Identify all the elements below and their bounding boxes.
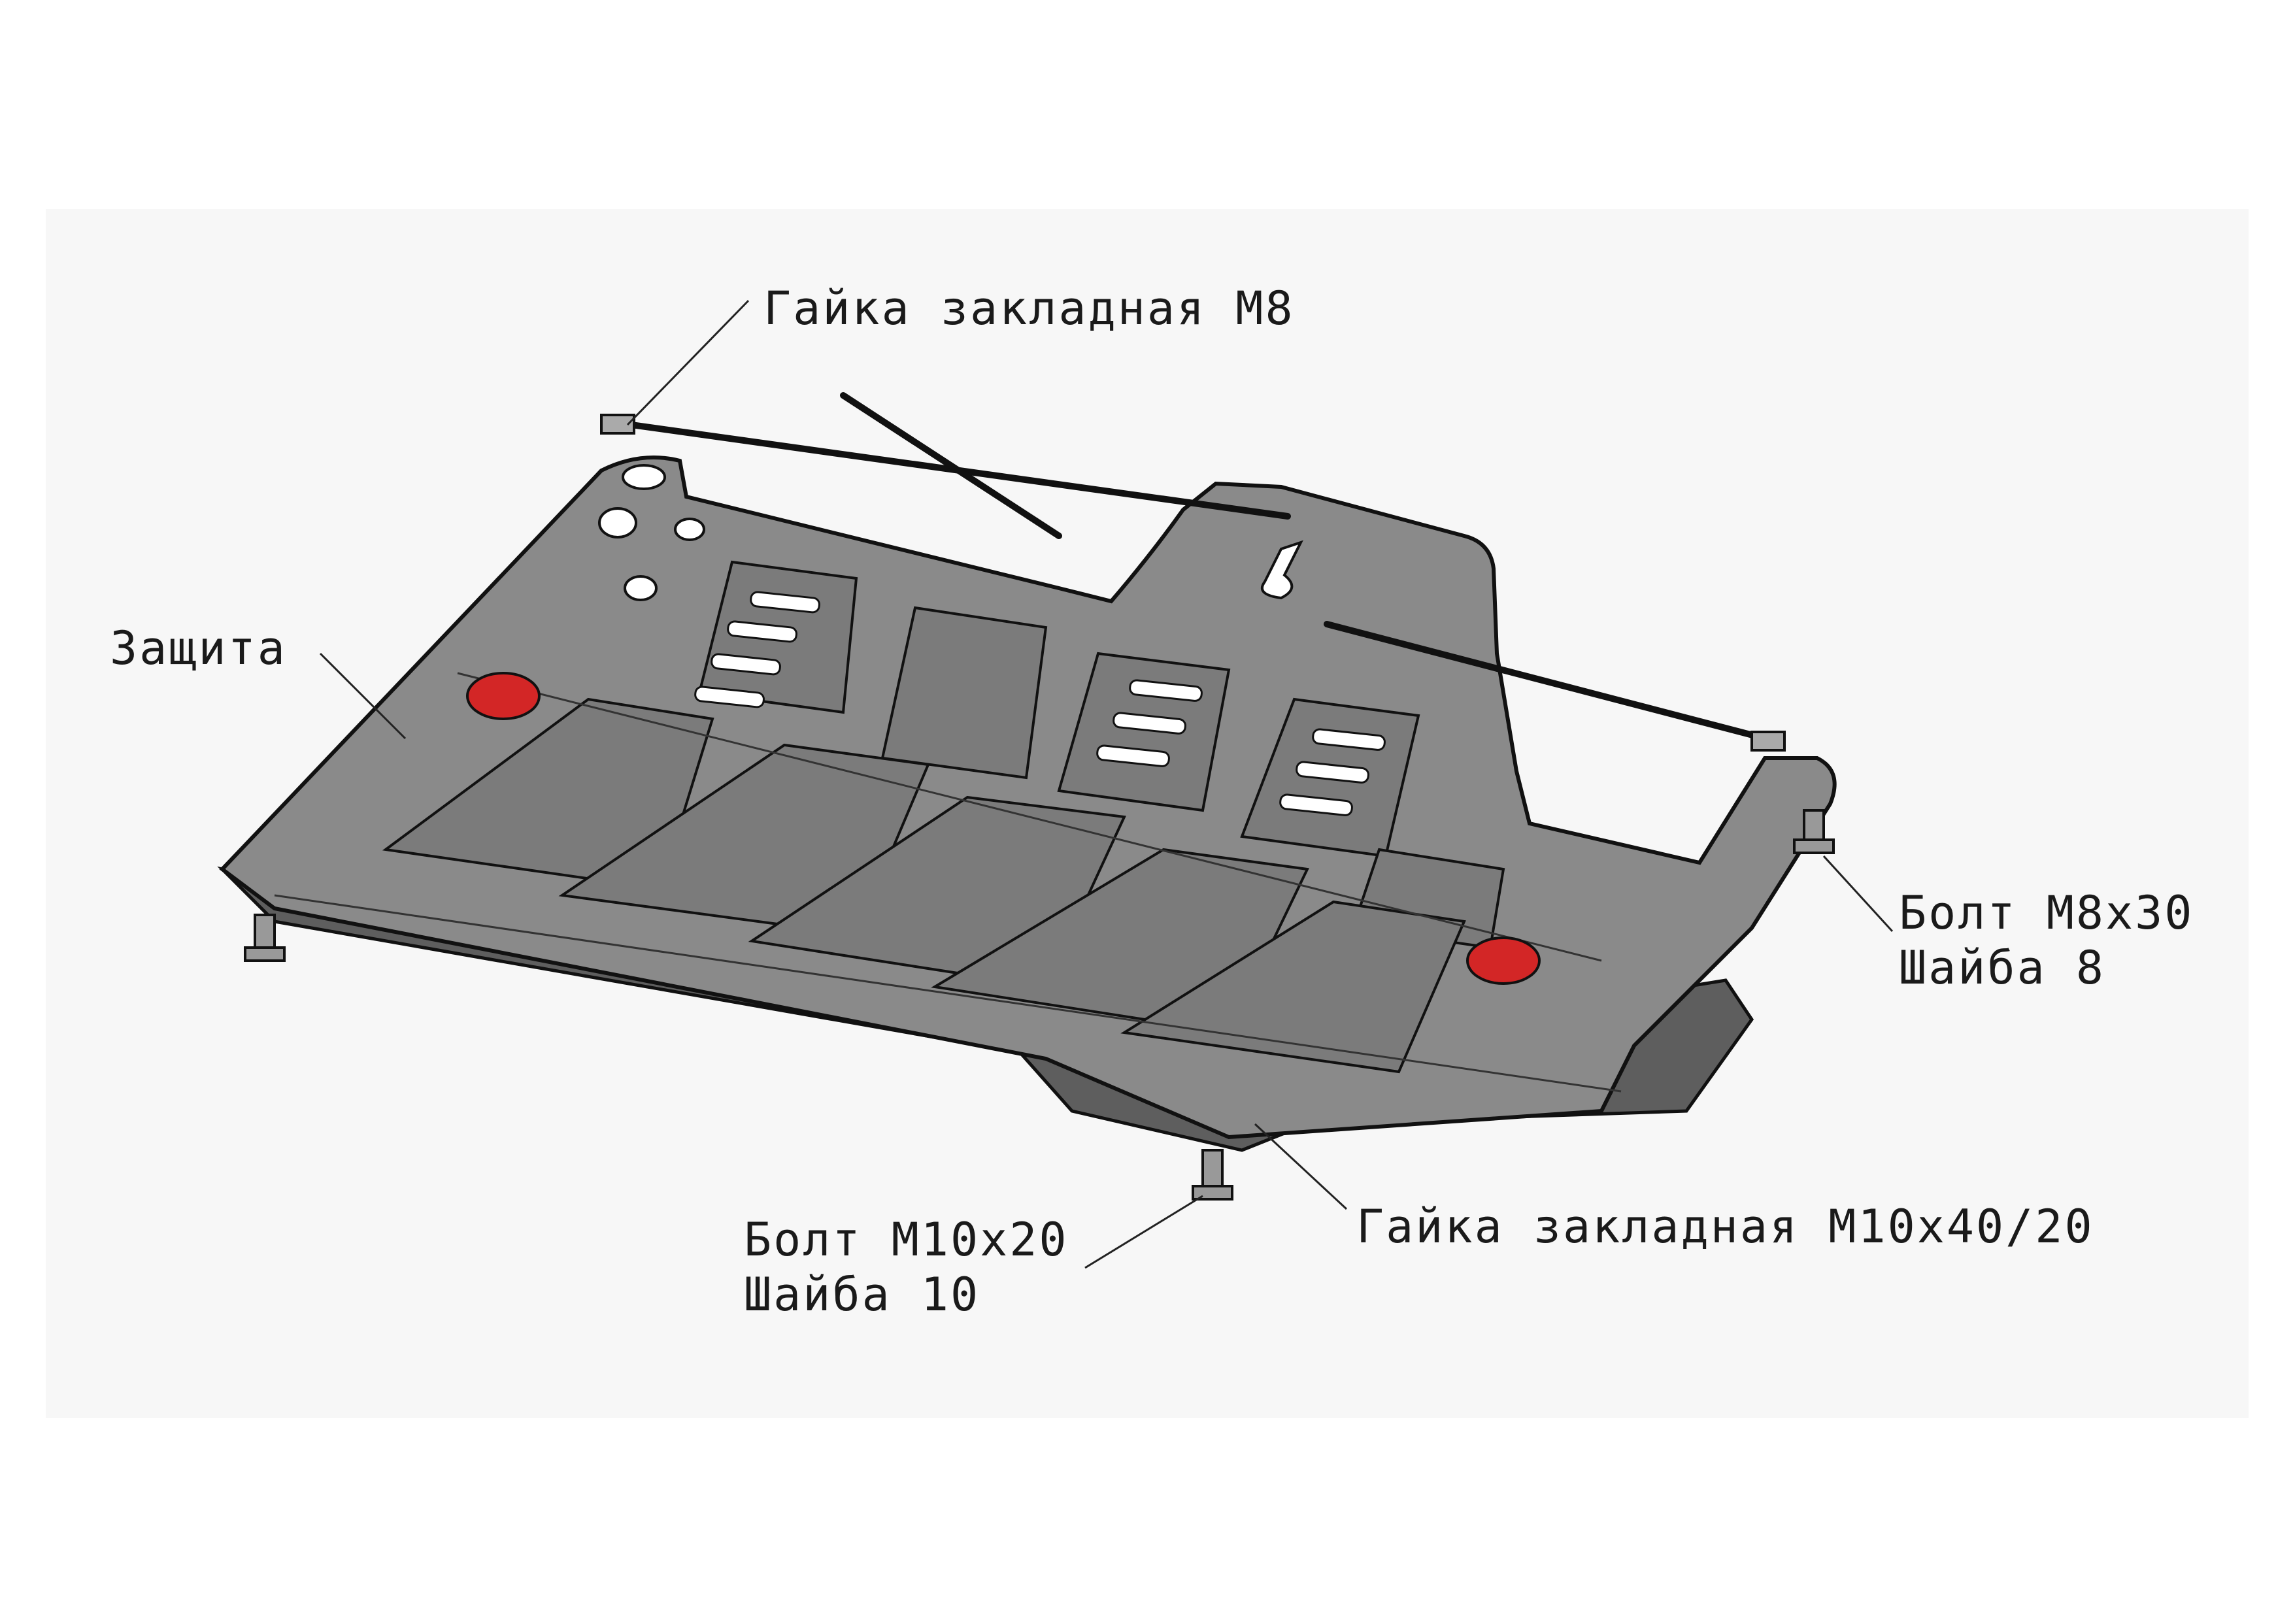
nut-m8-end-right (1750, 731, 1786, 752)
label-bolt-m8-group: Болт М8х30 Шайба 8 (1899, 886, 2194, 995)
label-nut-m10: Гайка закладная М10х40/20 (1356, 1200, 2094, 1253)
label-washer-8: Шайба 8 (1899, 941, 2106, 995)
drain-plug-right (1466, 936, 1541, 985)
mount-hole-1 (622, 464, 666, 490)
drain-plug-left (466, 672, 541, 720)
mount-hole-4 (624, 575, 658, 601)
label-bolt-m8: Болт М8х30 (1899, 886, 2194, 940)
label-shield: Защита (110, 621, 287, 675)
mount-hole-2 (598, 507, 637, 539)
label-nut-m8: Гайка закладная М8 (763, 282, 1295, 335)
embedded-nut-m8-rods (605, 392, 1781, 745)
louver-slots (694, 591, 1386, 816)
leader-lines (319, 299, 1894, 1269)
label-bolt-m10-group: Болт М10х20 Шайба 10 (744, 1212, 1069, 1322)
plate-bend-line-2 (274, 894, 1622, 1093)
plate-bend-line-1 (457, 672, 1602, 962)
mount-hole-3 (674, 518, 705, 541)
label-washer-10: Шайба 10 (744, 1268, 980, 1321)
label-bolt-m10: Болт М10х20 (744, 1213, 1069, 1267)
bolts (244, 809, 1835, 1201)
keyhole-slot (1260, 540, 1303, 600)
